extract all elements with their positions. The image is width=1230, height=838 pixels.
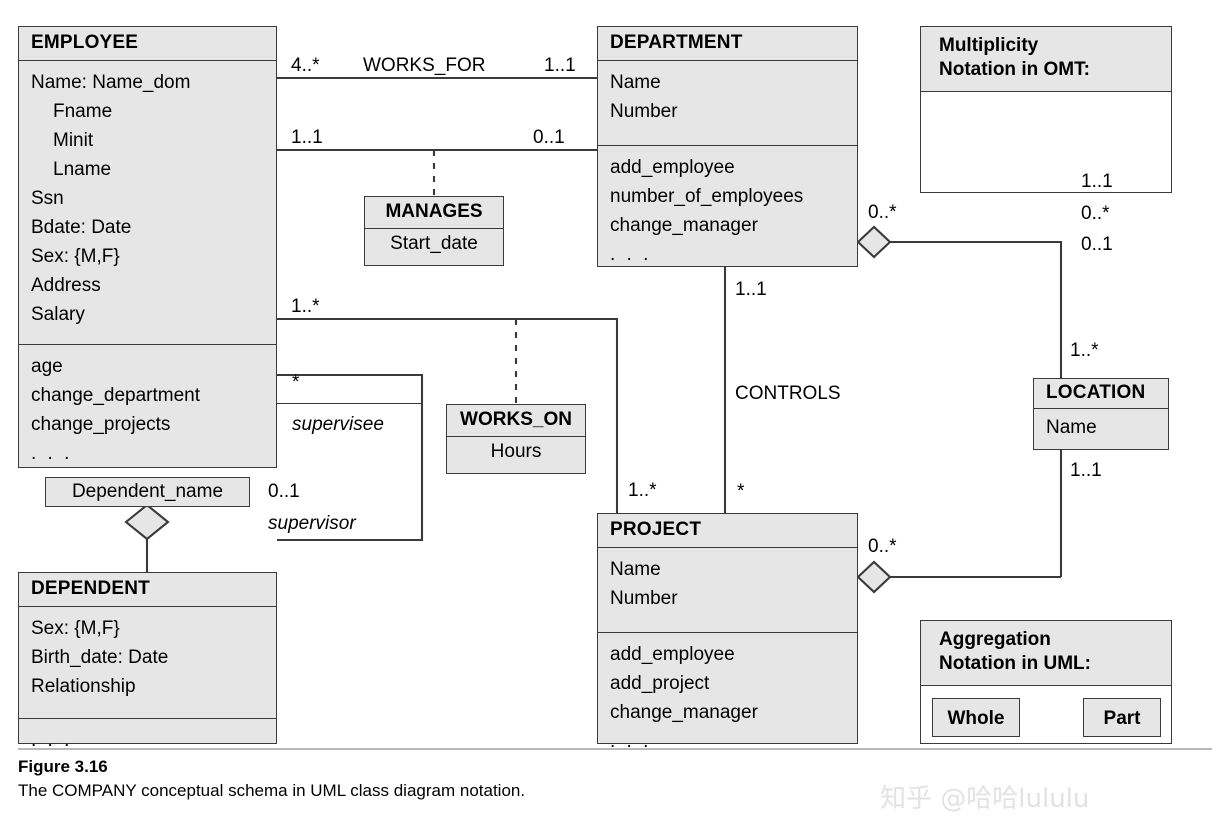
op: add_employee [610, 643, 735, 665]
attr: Fname [53, 101, 113, 122]
attr: Lname [53, 159, 112, 181]
caption-divider [18, 748, 1212, 750]
class-attributes-dependent: Sex: {M,F} Birth_date: Date Relationship [19, 607, 276, 719]
op: age [31, 355, 63, 377]
association-class-title-works-on: WORKS_ON [447, 405, 585, 437]
class-box-location[interactable]: LOCATION Name [1033, 378, 1169, 450]
multiplicity-supervisee: * [292, 372, 300, 393]
legend-label-0-star: 0..* [1081, 202, 1110, 224]
association-name-controls: CONTROLS [735, 383, 841, 404]
aggregation-diamond-project [856, 560, 892, 594]
attr: Birth_date: Date [31, 647, 169, 668]
class-attributes-project: Name Number [598, 548, 857, 633]
attr: Name [1046, 416, 1097, 438]
multiplicity-manages-employee: 1..1 [291, 127, 323, 148]
watermark: 知乎 @哈哈lululu [880, 784, 1090, 814]
connector-dept-location [889, 240, 1063, 577]
association-class-title-manages: MANAGES [365, 197, 503, 229]
legend-multiplicity-title-line1: Multiplicity [939, 35, 1039, 56]
supervision-loop-box [277, 403, 423, 541]
multiplicity-controls-department: 1..1 [735, 279, 767, 300]
weak-key-box-dependent-name[interactable]: Dependent_name [45, 477, 250, 507]
legend-part-box: Part [1083, 698, 1161, 737]
association-class-attr-manages: Start_date [390, 233, 478, 254]
legend-whole-box: Whole [932, 698, 1020, 737]
multiplicity-controls-project: * [737, 481, 745, 502]
attr: Number [610, 588, 678, 609]
attr: Minit [53, 130, 94, 152]
op: add_project [610, 673, 710, 694]
class-operations-dependent: . . . [19, 719, 276, 764]
figure-number: Figure 3.16 [18, 757, 108, 776]
class-title-department: DEPARTMENT [598, 27, 857, 61]
aggregation-diamond-dependent [124, 503, 170, 541]
multiplicity-project-location-project: 0..* [868, 536, 897, 557]
legend-aggregation-title: Aggregation Notation in UML: [921, 621, 1171, 686]
multiplicity-works-on-employee: 1..* [291, 296, 320, 317]
attr: Bdate: Date [31, 217, 132, 239]
op: . . . [31, 729, 73, 751]
figure-caption: Figure 3.16 The COMPANY conceptual schem… [18, 756, 718, 803]
legend-multiplicity-title-line2: Notation in OMT: [939, 59, 1090, 81]
class-box-dependent[interactable]: DEPENDENT Sex: {M,F} Birth_date: Date Re… [18, 572, 277, 751]
multiplicity-works-for-employee: 4..* [291, 55, 320, 76]
class-attributes-employee: Name: Name_dom Fname Minit Lname Ssn Bda… [19, 61, 276, 345]
legend-multiplicity-title: Multiplicity Notation in OMT: [921, 27, 1171, 92]
multiplicity-works-on-project: 1..* [628, 480, 657, 501]
op: change_department [31, 385, 201, 406]
class-operations-department: add_employee number_of_employees change_… [598, 146, 857, 278]
op: . . . [610, 731, 652, 753]
attr: Salary [31, 304, 85, 326]
op: change_manager [610, 215, 758, 237]
legend-aggregation-title-line2: Notation in UML: [939, 653, 1091, 675]
aggregation-diamond-department [856, 225, 892, 259]
multiplicity-works-for-department: 1..1 [544, 55, 576, 76]
attr: Address [31, 275, 101, 297]
class-attributes-location: Name [1034, 409, 1168, 447]
attr: Name: Name_dom [31, 71, 191, 93]
attr: Name [610, 71, 661, 93]
association-class-attr-works-on: Hours [490, 441, 542, 462]
op: change_manager [610, 702, 758, 724]
class-title-employee: EMPLOYEE [19, 27, 276, 61]
class-title-location: LOCATION [1034, 379, 1168, 409]
op: number_of_employees [610, 186, 804, 207]
attr: Ssn [31, 188, 64, 210]
op: . . . [610, 244, 652, 266]
connector-works-on [277, 317, 619, 513]
multiplicity-manages-department: 0..1 [533, 127, 565, 148]
multiplicity-dept-locations-location: 1..* [1070, 340, 1099, 361]
association-name-works-for: WORKS_FOR [363, 55, 486, 76]
class-box-department[interactable]: DEPARTMENT Name Number add_employee numb… [597, 26, 858, 267]
class-operations-project: add_employee add_project change_manager … [598, 633, 857, 765]
role-supervisor: supervisor [268, 513, 356, 534]
op: change_projects [31, 414, 171, 436]
class-box-project[interactable]: PROJECT Name Number add_employee add_pro… [597, 513, 858, 752]
legend-label-0-1: 0..1 [1081, 233, 1113, 255]
class-box-employee[interactable]: EMPLOYEE Name: Name_dom Fname Minit Lnam… [18, 26, 277, 468]
role-supervisee: supervisee [292, 414, 384, 435]
attr: Sex: {M,F} [31, 617, 120, 639]
multiplicity-dept-locations-dept: 0..* [868, 202, 897, 223]
op: . . . [31, 443, 73, 465]
attr: Relationship [31, 676, 136, 698]
legend-label-1-1: 1..1 [1081, 170, 1113, 192]
legend-multiplicity: Multiplicity Notation in OMT: 1..1 0..* … [920, 26, 1172, 254]
figure-caption-text: The COMPANY conceptual schema in UML cla… [18, 780, 526, 800]
class-attributes-department: Name Number [598, 61, 857, 146]
legend-aggregation-title-line1: Aggregation [939, 629, 1051, 650]
weak-key-label: Dependent_name [71, 481, 224, 502]
association-class-works-on[interactable]: WORKS_ON Hours [446, 404, 586, 474]
class-operations-employee: age change_department change_projects . … [19, 345, 276, 477]
class-title-dependent: DEPENDENT [19, 573, 276, 607]
association-class-manages[interactable]: MANAGES Start_date [364, 196, 504, 266]
attr: Number [610, 101, 678, 122]
op: add_employee [610, 156, 735, 178]
multiplicity-project-location-location: 1..1 [1070, 460, 1102, 481]
attr: Name [610, 558, 661, 580]
class-title-project: PROJECT [598, 514, 857, 548]
attr: Sex: {M,F} [31, 246, 120, 268]
multiplicity-supervisor: 0..1 [268, 481, 300, 502]
